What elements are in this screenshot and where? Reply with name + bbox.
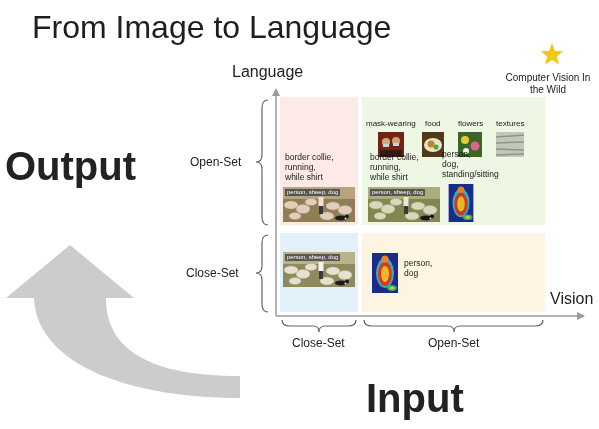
tick-label: Close-Set [186,266,239,280]
direction-caption: Input [366,375,464,421]
quadrant-box: border collie, running, while shirt [280,97,358,225]
tick-label: Open-Set [190,155,241,169]
image-tag: person, sheep, dog [285,254,340,261]
axes [272,88,585,320]
quadrant-box: person, dog [362,233,545,312]
quadrant-box: mask-wearing food flowers textures border co… [362,97,545,225]
direction-caption: Output [5,143,136,189]
photo [283,252,355,287]
image-tag: person, sheep, dog [285,189,340,196]
category-label: food [425,119,441,129]
tick-label: Open-Set [428,336,479,350]
category-label: flowers [458,119,483,129]
caption-text: border collie, running, while shirt [370,152,421,183]
caption-text: person, dog [404,258,439,278]
tick-label: Close-Set [292,336,345,350]
category-label: textures [496,119,524,129]
axis-title: Language [232,62,303,81]
big-arrow [6,245,240,398]
caption-text: border collie, running, while shirt [285,152,336,183]
image-tag: person, sheep, dog [370,189,425,196]
axis-title: Vision [550,289,593,308]
quadrant-box [280,233,358,312]
caption-text: person, dog, standing/sitting [442,149,487,180]
title: From Image to Language [32,8,391,46]
callout-note: Computer Vision In the Wild [502,72,594,96]
star-icon [541,43,564,65]
category-label: mask-wearing [366,119,416,129]
